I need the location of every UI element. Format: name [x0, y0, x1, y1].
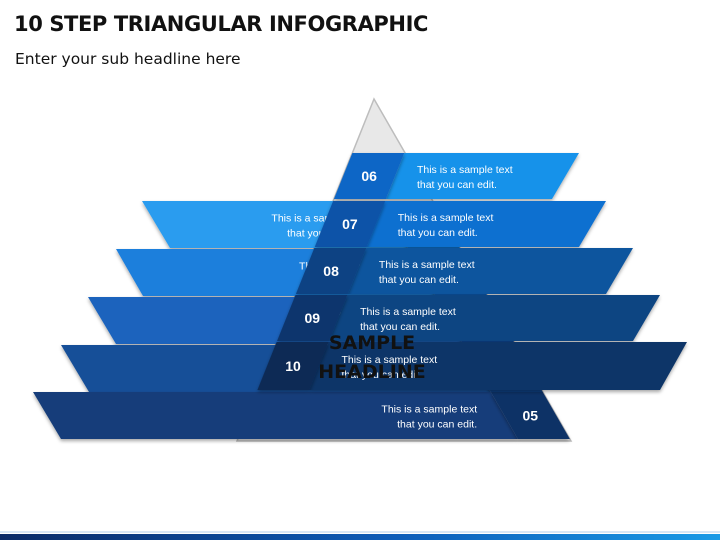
- step-09: 09 This is a sample text that you can edit…: [277, 295, 660, 341]
- step-text-line2: that you can edit.: [360, 321, 440, 333]
- step-badge: [333, 153, 405, 199]
- center-headline-line2: HEADLINE: [318, 361, 425, 383]
- step-text-line1: This is a sample text: [381, 404, 477, 416]
- step-number: 08: [323, 263, 339, 279]
- step-badge: [490, 392, 570, 439]
- step-band: [33, 392, 518, 439]
- step-06: 06 This is a sample text that you can edit…: [333, 153, 579, 199]
- step-text-line1: This is a sample text: [341, 354, 437, 366]
- step-number: 05: [523, 408, 539, 424]
- step-text-line2: that you can edit.: [398, 227, 478, 239]
- step-text-line1: This is a sample text: [398, 212, 494, 224]
- step-number: 07: [342, 216, 358, 232]
- step-band: [329, 295, 660, 341]
- step-text-line1: This is a sample text: [417, 164, 513, 176]
- step-text-line2: that you can edit.: [417, 179, 497, 191]
- step-number: 09: [304, 310, 320, 326]
- step-band: [385, 153, 579, 199]
- step-band: [309, 342, 687, 390]
- step-number: 10: [285, 358, 301, 374]
- step-badge: [295, 248, 367, 294]
- step-badge: [277, 295, 348, 341]
- step-text-line2: that you can edit.: [379, 274, 459, 286]
- step-text-line1: This is a sample text: [379, 259, 475, 271]
- page-title: 10 STEP TRIANGULAR INFOGRAPHIC: [14, 12, 429, 36]
- step-07: 07 This is a sample text that you can edit…: [314, 201, 606, 247]
- step-08: 08 This is a sample text that you can edit…: [295, 248, 633, 294]
- step-band: [366, 201, 606, 247]
- step-10: 10 This is a sample text that you can edit…: [257, 342, 687, 390]
- step-text-line1: This is a sample text: [360, 306, 456, 318]
- step-text-line2: that you can edit.: [397, 419, 477, 431]
- step-badge: [257, 342, 329, 390]
- step-band: [347, 248, 633, 294]
- step-05: 05 This is a sample text that you can edit…: [33, 392, 570, 439]
- page-subtitle: Enter your sub headline here: [15, 50, 241, 68]
- center-headline-line1: SAMPLE: [329, 332, 415, 354]
- footer-divider: [0, 531, 720, 533]
- step-number: 06: [361, 168, 377, 184]
- footer-accent-bar: [0, 534, 720, 540]
- step-text-line2: that you can edit.: [341, 369, 421, 381]
- step-badge: [314, 201, 386, 247]
